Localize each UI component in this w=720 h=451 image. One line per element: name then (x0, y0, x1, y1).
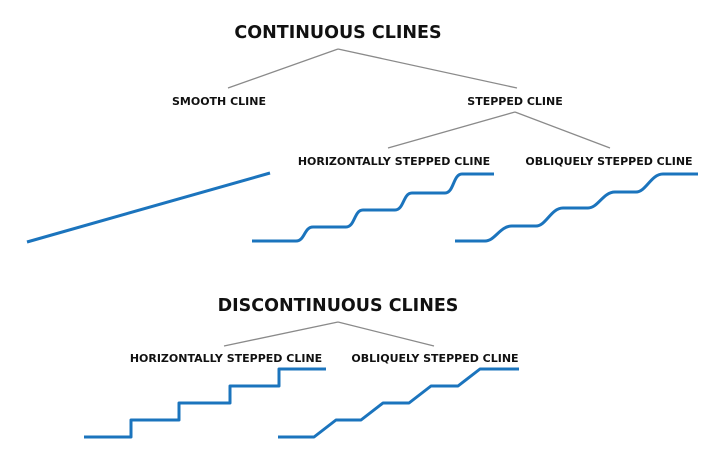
discontinuous-oblique-stepped-line (278, 367, 519, 439)
discontinuous-clines-title: DISCONTINUOUS CLINES (218, 296, 459, 316)
continuous-clines-title: CONTINUOUS CLINES (234, 23, 441, 43)
discontinuous-horizontal-stepped-line (84, 367, 326, 439)
connector-stepped-to-oblique (514, 111, 611, 149)
connector-discontinuous-to-oblique (337, 321, 435, 347)
continuous-horizontal-label: HORIZONTALLY STEPPED CLINE (298, 155, 490, 168)
connector-stepped-to-horizontal (387, 111, 516, 149)
discontinuous-horizontal-label: HORIZONTALLY STEPPED CLINE (130, 352, 322, 365)
continuous-oblique-label: OBLIQUELY STEPPED CLINE (525, 155, 692, 168)
connector-continuous-to-stepped (337, 48, 518, 89)
smooth-cline-line (26, 171, 271, 244)
continuous-horizontal-stepped-line (252, 172, 494, 243)
smooth-cline-label: SMOOTH CLINE (172, 95, 266, 108)
connector-continuous-to-smooth (227, 48, 339, 89)
continuous-oblique-stepped-line (455, 172, 698, 243)
connector-discontinuous-to-horizontal (223, 321, 339, 347)
stepped-cline-label: STEPPED CLINE (467, 95, 562, 108)
discontinuous-oblique-label: OBLIQUELY STEPPED CLINE (351, 352, 518, 365)
